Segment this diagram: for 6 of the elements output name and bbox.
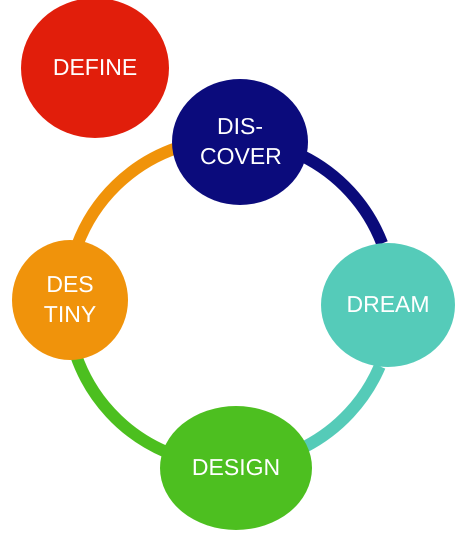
- stage-label: DREAM: [346, 290, 430, 320]
- stage-label: DES TINY: [42, 270, 98, 329]
- stage-label: DESIGN: [192, 453, 280, 482]
- ring-arc: [302, 364, 386, 452]
- stage-label: DIS- COVER: [200, 112, 280, 171]
- stage-label: DEFINE: [52, 53, 138, 82]
